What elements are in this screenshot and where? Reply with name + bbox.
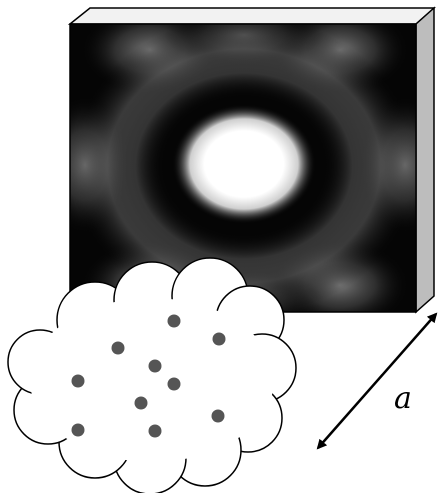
particle [149, 360, 162, 373]
screen-side-edge [416, 8, 434, 312]
particle [213, 333, 226, 346]
particle [168, 378, 181, 391]
particle [135, 397, 148, 410]
particle-cloud-icon [8, 258, 296, 493]
double-headed-arrow-icon [318, 314, 436, 448]
particle [168, 315, 181, 328]
particle [212, 410, 225, 423]
screen-top-edge [70, 8, 434, 24]
particle [149, 425, 162, 438]
particle [112, 342, 125, 355]
central-maximum [172, 104, 316, 224]
particle [72, 424, 85, 437]
particle [72, 375, 85, 388]
distance-label: a [394, 381, 412, 416]
